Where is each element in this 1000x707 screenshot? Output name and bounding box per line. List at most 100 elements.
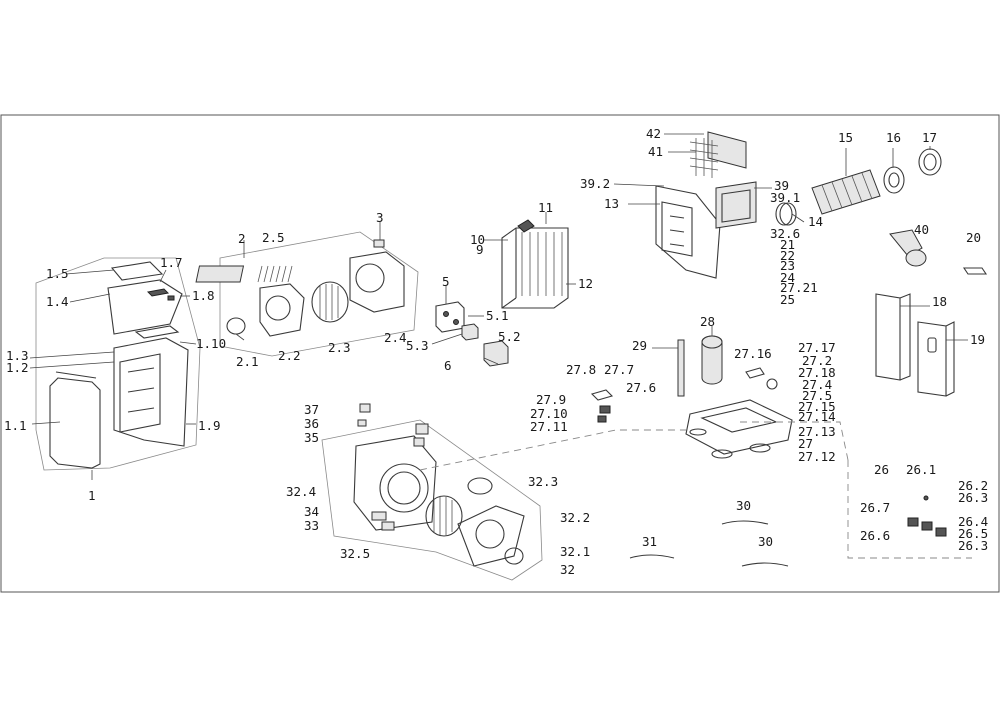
label-27.21: 27.21	[780, 280, 818, 295]
side-panels	[875, 293, 955, 397]
label-32.5: 32.5	[340, 546, 370, 561]
label-41: 41	[648, 144, 663, 159]
label-1.3: 1.3	[6, 348, 29, 363]
label-35: 35	[304, 430, 319, 445]
label-6: 6	[444, 358, 452, 373]
label-27.10: 27.10	[530, 406, 568, 421]
assembly-2-fan	[195, 231, 419, 357]
label-2.3: 2.3	[328, 340, 351, 355]
label-10: 10	[470, 232, 485, 247]
label-27.16: 27.16	[734, 346, 772, 361]
label-1.5: 1.5	[46, 266, 69, 281]
label-30a: 30	[736, 498, 751, 513]
label-39.1: 39.1	[770, 190, 800, 205]
label-37: 37	[304, 402, 319, 417]
label-2.4: 2.4	[384, 330, 407, 345]
label-27.7: 27.7	[604, 362, 634, 377]
label-26.2: 26.2	[958, 478, 988, 493]
assembly-32-rear-fan	[321, 403, 543, 581]
assembly-1-housing	[35, 257, 201, 471]
label-27.14: 27.14	[798, 409, 836, 424]
label-26.7: 26.7	[860, 500, 890, 515]
label-16: 16	[886, 130, 901, 145]
label-27.13: 27.13	[798, 424, 836, 439]
leader-lines	[29, 133, 968, 480]
label-26.3a: 26.3	[958, 490, 988, 505]
label-39.2: 39.2	[580, 176, 610, 191]
label-1.4: 1.4	[46, 294, 69, 309]
label-1.1: 1.1	[4, 418, 27, 433]
assembly-11-evaporator	[501, 219, 569, 309]
label-26.3b: 26.3	[958, 538, 988, 553]
label-20: 20	[966, 230, 981, 245]
label-13: 13	[604, 196, 619, 211]
assembly-15-hose	[811, 148, 988, 275]
label-27: 27	[798, 436, 813, 451]
label-28: 28	[700, 314, 715, 329]
label-32.1: 32.1	[560, 544, 590, 559]
label-27.5: 27.5	[802, 388, 832, 403]
label-27.12: 27.12	[798, 449, 836, 464]
label-11: 11	[538, 200, 553, 215]
label-25: 25	[780, 292, 795, 307]
label-34: 34	[304, 504, 319, 519]
label-27.17: 27.17	[798, 340, 836, 355]
label-5.1: 5.1	[486, 308, 509, 323]
label-5: 5	[442, 274, 450, 289]
label-3: 3	[376, 210, 384, 225]
label-33: 33	[304, 518, 319, 533]
assembly-13-back-panel	[655, 131, 797, 279]
label-27.6: 27.6	[626, 380, 656, 395]
label-27.11: 27.11	[530, 419, 568, 434]
label-31: 31	[642, 534, 657, 549]
label-1.10: 1.10	[196, 336, 226, 351]
label-12: 12	[578, 276, 593, 291]
diagram-frame	[0, 114, 1000, 593]
label-15: 15	[838, 130, 853, 145]
label-1.8: 1.8	[192, 288, 215, 303]
label-26: 26	[874, 462, 889, 477]
label-27.9: 27.9	[536, 392, 566, 407]
label-27.8: 27.8	[566, 362, 596, 377]
label-40: 40	[914, 222, 929, 237]
label-26.1: 26.1	[906, 462, 936, 477]
label-27.2: 27.2	[802, 353, 832, 368]
label-32.2: 32.2	[560, 510, 590, 525]
label-14: 14	[808, 214, 823, 229]
label-1: 1	[88, 488, 96, 503]
label-21: 21	[780, 237, 795, 252]
label-22: 22	[780, 248, 795, 263]
label-36: 36	[304, 416, 319, 431]
label-27.15: 27.15	[798, 399, 836, 414]
label-24: 24	[780, 270, 795, 285]
label-2.1: 2.1	[236, 354, 259, 369]
assembly-27-compressor-base	[590, 335, 793, 459]
label-2.2: 2.2	[278, 348, 301, 363]
label-39: 39	[774, 178, 789, 193]
label-26.5: 26.5	[958, 526, 988, 541]
label-2.5: 2.5	[262, 230, 285, 245]
label-5.2: 5.2	[498, 329, 521, 344]
label-30b: 30	[758, 534, 773, 549]
label-26.6: 26.6	[860, 528, 890, 543]
label-29: 29	[632, 338, 647, 353]
label-42: 42	[646, 126, 661, 141]
label-19: 19	[970, 332, 985, 347]
assembly-5-electrical	[435, 301, 509, 367]
label-23: 23	[780, 258, 795, 273]
label-9: 9	[476, 242, 484, 257]
label-32.3: 32.3	[528, 474, 558, 489]
label-32.6: 32.6	[770, 226, 800, 241]
assembly-26-valve	[419, 421, 972, 559]
part-labels: 1 1.1 1.2 1.3 1.4 1.5 1.7 1.8 1.9 1.10 2…	[4, 126, 988, 577]
cables	[629, 520, 789, 567]
label-26.4: 26.4	[958, 514, 988, 529]
label-1.2: 1.2	[6, 360, 29, 375]
label-27.18: 27.18	[798, 365, 836, 380]
label-18: 18	[932, 294, 947, 309]
label-32: 32	[560, 562, 575, 577]
label-17: 17	[922, 130, 937, 145]
label-5.3: 5.3	[406, 338, 429, 353]
label-1.7: 1.7	[160, 255, 183, 270]
